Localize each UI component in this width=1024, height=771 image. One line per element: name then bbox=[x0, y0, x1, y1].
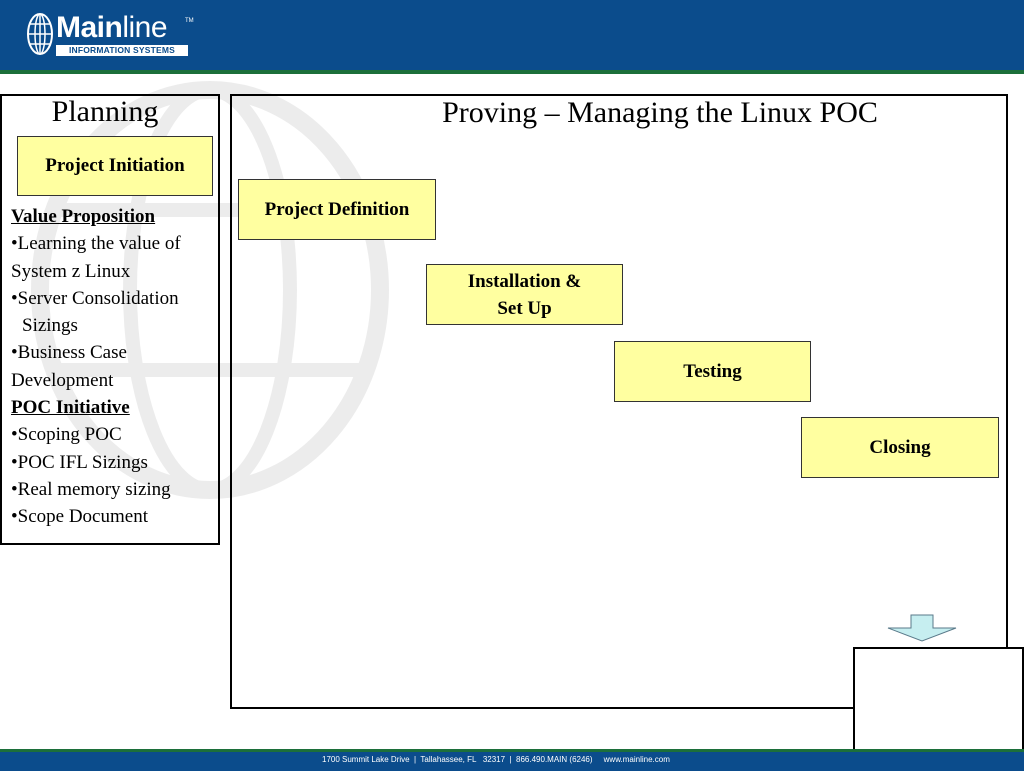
proving-title: Proving – Managing the Linux POC bbox=[442, 96, 878, 129]
next-phase-box bbox=[853, 647, 1024, 768]
step-installation: Installation & Set Up bbox=[426, 264, 623, 325]
step-project-definition: Project Definition bbox=[238, 179, 436, 240]
globe-icon bbox=[27, 13, 53, 55]
list-item: •Scoping POC bbox=[11, 424, 122, 446]
mainline-logo: Mainline TM INFORMATION SYSTEMS bbox=[25, 12, 195, 60]
list-item: •Learning the value of bbox=[11, 233, 181, 255]
footer-bar: 1700 Summit Lake Drive | Tallahassee, FL… bbox=[0, 749, 1024, 771]
planning-title: Planning bbox=[51, 95, 159, 128]
list-item: •Scope Document bbox=[11, 506, 148, 528]
list-item: Sizings bbox=[22, 315, 78, 337]
planning-list: Value Proposition •Learning the value of… bbox=[11, 203, 223, 531]
logo-wordmark: Mainline bbox=[56, 11, 168, 44]
proving-panel bbox=[230, 94, 1008, 709]
logo-tagline: INFORMATION SYSTEMS bbox=[56, 45, 188, 56]
list-item: •Business Case bbox=[11, 342, 127, 364]
list-item: •Server Consolidation bbox=[11, 287, 179, 309]
project-initiation-box: Project Initiation bbox=[17, 136, 213, 196]
list-item: •POC IFL Sizings bbox=[11, 451, 148, 473]
list-item: •Real memory sizing bbox=[11, 478, 171, 500]
step-installation-line1: Installation & bbox=[467, 270, 582, 292]
step-testing: Testing bbox=[614, 341, 811, 402]
header-bar: Mainline TM INFORMATION SYSTEMS bbox=[0, 0, 1024, 74]
down-arrow-icon bbox=[887, 614, 957, 642]
list-item: System z Linux bbox=[11, 260, 131, 282]
logo-trademark: TM bbox=[185, 18, 194, 24]
list-item: Development bbox=[11, 369, 114, 391]
footer-address: 1700 Summit Lake Drive | Tallahassee, FL… bbox=[322, 755, 670, 764]
list-heading: POC Initiative bbox=[11, 397, 130, 419]
list-heading: Value Proposition bbox=[11, 206, 156, 227]
step-installation-line2: Set Up bbox=[497, 297, 552, 319]
step-closing: Closing bbox=[801, 417, 999, 478]
planning-panel bbox=[0, 94, 220, 545]
